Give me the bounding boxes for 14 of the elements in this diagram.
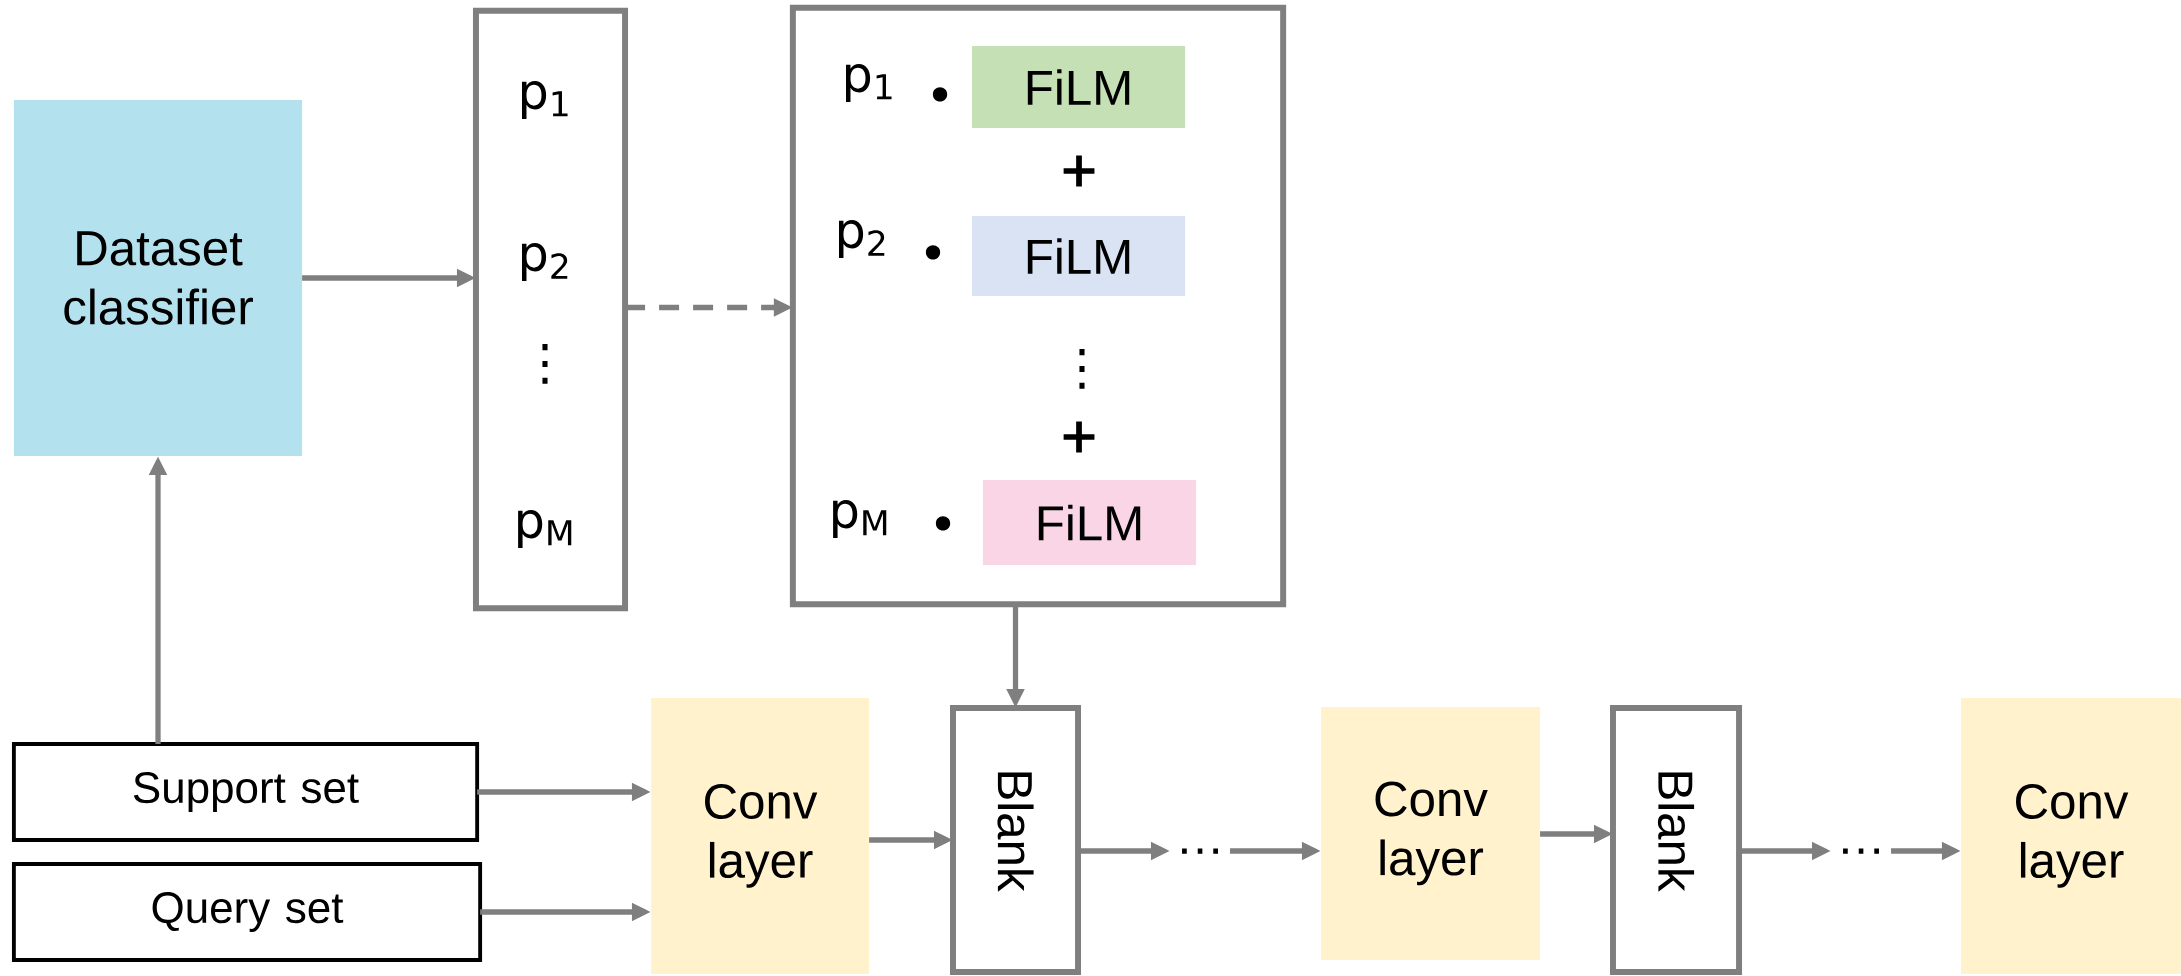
- blank-box: Blank: [950, 704, 1082, 976]
- input-box: Support set: [11, 742, 480, 842]
- film-box: FiLM: [982, 479, 1197, 566]
- ellipsis: …: [1843, 848, 1879, 854]
- input-box: Query set: [11, 862, 483, 962]
- blank-box: Blank: [1610, 704, 1743, 976]
- layer-box: Conv layer: [650, 697, 870, 975]
- classifier-box: Dataset classifier: [13, 99, 303, 457]
- film-box: FiLM: [971, 45, 1186, 128]
- vector-box: p$_{1}$ p$_{2}$ ⋮ p$_{M}$: [472, 7, 629, 612]
- film-box: FiLM: [971, 216, 1186, 296]
- layer-box: Conv layer: [1960, 697, 2181, 975]
- layer-box: Conv layer: [1320, 706, 1541, 961]
- ellipsis: …: [1182, 848, 1218, 854]
